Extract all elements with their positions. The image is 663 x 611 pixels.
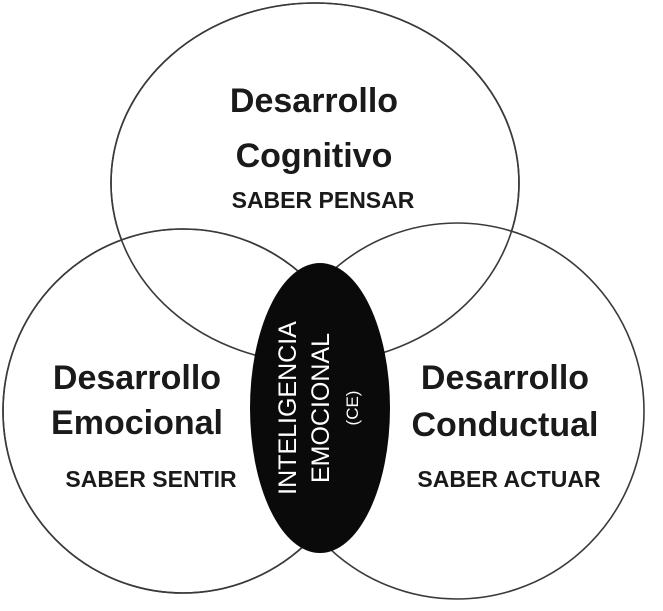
right-circle-title-line1: Desarrollo <box>421 359 589 397</box>
right-circle-subtitle: SABER ACTUAR <box>417 466 601 492</box>
top-circle-title-line1: Desarrollo <box>230 82 398 120</box>
top-circle-title-line2: Cognitivo <box>236 137 393 175</box>
right-circle-title-line2: Conductual <box>412 406 599 444</box>
center-label-line1: INTELIGENCIA <box>274 321 302 495</box>
left-circle-title-line2: Emocional <box>51 404 223 442</box>
top-circle-subtitle: SABER PENSAR <box>232 187 415 213</box>
left-circle-title-line1: Desarrollo <box>53 359 221 397</box>
center-label-line2: EMOCIONAL <box>307 333 335 483</box>
left-circle-subtitle: SABER SENTIR <box>65 466 237 492</box>
center-label-line3: (CE) <box>343 391 362 426</box>
center-ellipse <box>250 263 390 553</box>
